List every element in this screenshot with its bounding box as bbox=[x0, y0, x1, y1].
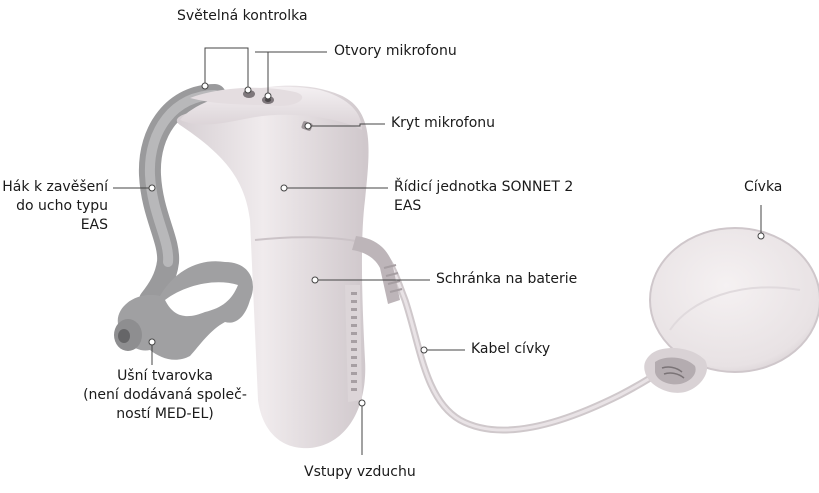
label-battery-pack: Schránka na baterie bbox=[436, 270, 577, 289]
leader-indicator bbox=[205, 48, 248, 90]
label-mic-openings: Otvory mikrofonu bbox=[334, 42, 457, 61]
label-air-inlets: Vstupy vzduchu bbox=[304, 463, 416, 482]
label-mic-cover: Kryt mikrofonu bbox=[391, 114, 495, 133]
label-control-unit: Řídicí jednotka SONNET 2 EAS bbox=[394, 178, 573, 216]
coil-cable bbox=[360, 240, 670, 430]
label-ear-hook: Hák k zavěšení do ucho typu EAS bbox=[0, 178, 108, 235]
label-coil: Cívka bbox=[744, 178, 782, 197]
label-earmold: Ušní tvarovka (není dodávaná společ- nos… bbox=[75, 367, 255, 424]
label-coil-cable: Kabel cívky bbox=[471, 340, 550, 359]
label-indicator-light: Světelná kontrolka bbox=[177, 7, 308, 26]
